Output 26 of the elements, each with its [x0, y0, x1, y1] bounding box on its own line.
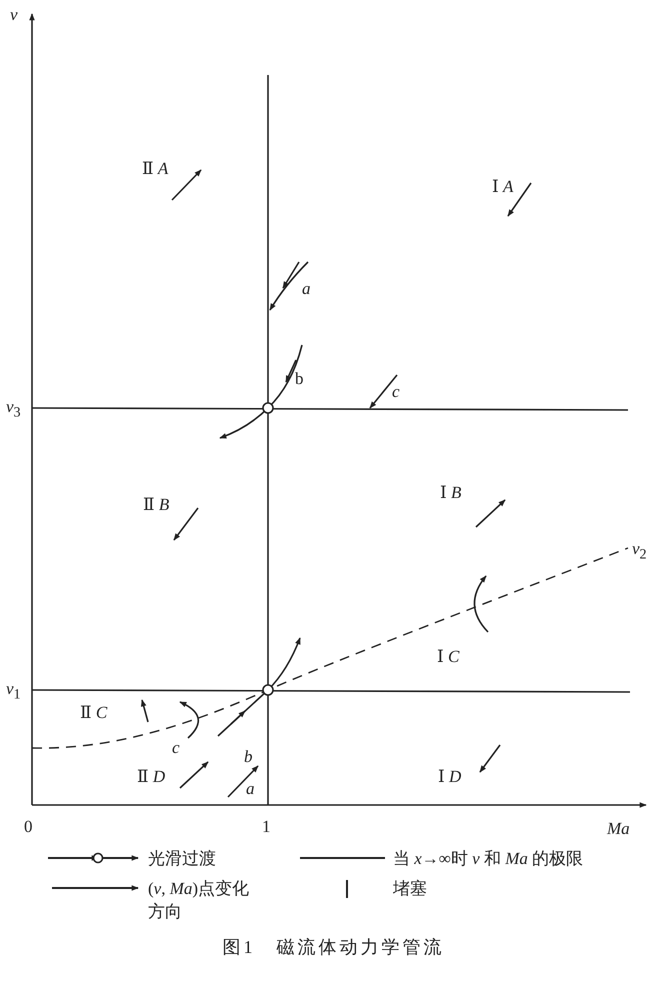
- curve-label: c: [392, 383, 400, 400]
- curve-label: b: [295, 370, 304, 387]
- legend-text: 堵塞: [393, 878, 428, 900]
- region-label: Ⅰ A: [492, 178, 514, 195]
- region-label: Ⅱ D: [137, 768, 166, 785]
- curve-label: b: [244, 748, 252, 765]
- tick-label: v$_{3}$: [6, 398, 21, 420]
- region-label: Ⅱ C: [80, 704, 108, 721]
- axis-label: v: [10, 6, 18, 23]
- tick-label: v$_{1}$: [6, 680, 21, 702]
- tick-label: 0: [24, 818, 32, 835]
- region-label: Ⅰ D: [438, 768, 462, 785]
- region-label: Ⅱ A: [142, 160, 168, 177]
- tick-label: 1: [262, 818, 270, 835]
- axis-label: Ma: [607, 820, 630, 837]
- legend-text: (v, Ma)点变化方向: [148, 878, 250, 923]
- curve-label: a: [246, 780, 254, 797]
- legend-text: 当 x→∞时 v 和 Ma 的极限: [393, 848, 584, 870]
- curve-label: a: [302, 280, 310, 297]
- curve-label: v$_{2}$: [632, 540, 647, 562]
- curve-label: c: [172, 739, 180, 756]
- legend-text: 光滑过渡: [148, 848, 217, 870]
- caption: 图1 磁流体动力学管流: [222, 936, 446, 959]
- region-label: Ⅰ C: [437, 648, 460, 665]
- region-label: Ⅱ B: [143, 496, 170, 513]
- region-label: Ⅰ B: [440, 484, 462, 501]
